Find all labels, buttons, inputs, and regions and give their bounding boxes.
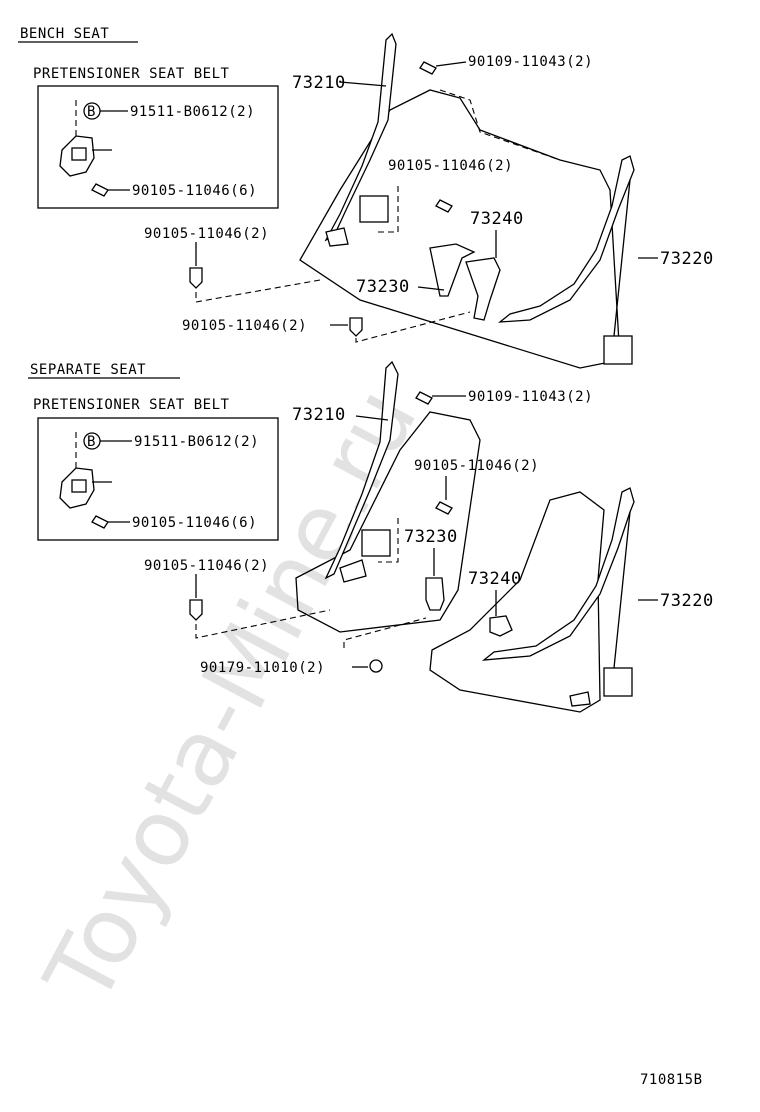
bench-belt-73220 [497, 155, 635, 323]
bench-retractor-73210 [359, 195, 389, 223]
bench-pretensioner-clip [71, 147, 87, 161]
bench-label-90105-lower: 90105-11046(2) [182, 318, 307, 334]
separate-bolt-90105-upper-icon [435, 501, 453, 515]
bench-dash-90105-lower [355, 311, 471, 343]
bench-dash-90105-upper [376, 186, 399, 233]
bench-dash-90105-left [195, 279, 321, 303]
separate-bolt-90105-left-icon [189, 599, 203, 621]
separate-label-91511: 91511-B0612(2) [134, 434, 259, 450]
separate-anchor-73210 [339, 559, 367, 583]
separate-label-90105-upper: 90105-11046(2) [414, 458, 539, 474]
bench-pretensioner-bolt-icon [91, 183, 109, 197]
bench-bolt-90109-icon [419, 61, 437, 75]
separate-pretensioner-clip [71, 479, 87, 493]
bench-b-marker: B [87, 104, 96, 120]
bench-belt-73220-vertical [613, 179, 631, 337]
bench-anchor-73210 [325, 227, 349, 247]
bench-bolt-90105-upper-icon [435, 199, 453, 213]
separate-anchor-73220 [569, 691, 591, 707]
bench-belt-73210 [324, 32, 397, 242]
separate-buckle-73240 [489, 615, 513, 637]
separate-left-seat-outline [295, 411, 481, 633]
bench-leader-73230 [417, 286, 445, 291]
bench-label-73230: 73230 [356, 277, 410, 297]
separate-retractor-73210 [361, 529, 391, 557]
bench-label-91511: 91511-B0612(2) [130, 104, 255, 120]
separate-belt-73210 [324, 360, 399, 580]
separate-label-90109: 90109-11043(2) [468, 389, 593, 405]
bench-bolt-90105-lower-icon [349, 317, 363, 337]
separate-label-73230: 73230 [404, 527, 458, 547]
bench-seat-back-dash [439, 89, 561, 161]
separate-retractor-73220 [603, 667, 633, 697]
separate-label-90105-6: 90105-11046(6) [132, 515, 257, 531]
separate-label-73240: 73240 [468, 569, 522, 589]
separate-label-90179: 90179-11010(2) [200, 660, 325, 676]
bench-seat-section: BENCH SEAT PRETENSIONER SEAT BELT B 9151… [18, 26, 714, 369]
bench-label-73240: 73240 [470, 209, 524, 229]
separate-leader-73210 [355, 415, 389, 421]
bench-pretensioner-box [37, 85, 279, 209]
separate-bolt-90109-icon [415, 391, 433, 405]
bench-seat-title: BENCH SEAT [20, 26, 109, 42]
bench-leader-90109 [435, 61, 467, 67]
separate-buckle-73230 [425, 577, 445, 611]
separate-dash-90105-left [195, 609, 331, 639]
bench-leader-73210 [339, 81, 387, 87]
separate-nut-90179-icon [369, 659, 383, 673]
separate-b-marker: B [87, 434, 96, 450]
bench-retractor-73220 [603, 335, 633, 365]
separate-label-73210: 73210 [292, 405, 346, 425]
bench-pretensioner-title: PRETENSIONER SEAT BELT [33, 66, 230, 82]
bench-label-90105-6: 90105-11046(6) [132, 183, 257, 199]
bench-buckle-73240 [465, 257, 501, 321]
separate-right-seat-outline [429, 491, 605, 713]
separate-belt-73220-vertical [613, 511, 631, 669]
bench-buckle-73230 [429, 243, 476, 297]
bench-label-90105-left: 90105-11046(2) [144, 226, 269, 242]
bench-label-73210: 73210 [292, 73, 346, 93]
separate-dash-90179 [343, 617, 427, 648]
separate-label-90105-left: 90105-11046(2) [144, 558, 269, 574]
separate-dash-90105-upper [378, 518, 399, 563]
separate-pretensioner-bolt-icon [91, 515, 109, 529]
bench-label-73220: 73220 [660, 249, 714, 269]
separate-label-73220: 73220 [660, 591, 714, 611]
separate-pretensioner-title: PRETENSIONER SEAT BELT [33, 397, 230, 413]
bench-label-90105-upper: 90105-11046(2) [388, 158, 513, 174]
separate-seat-title: SEPARATE SEAT [30, 362, 146, 378]
figure-code: 710815B [640, 1072, 703, 1088]
bench-bolt-90105-left-icon [189, 267, 203, 289]
separate-belt-73220 [481, 487, 635, 661]
separate-seat-section: SEPARATE SEAT PRETENSIONER SEAT BELT B 9… [28, 360, 714, 713]
separate-pretensioner-box [37, 417, 279, 541]
bench-seat-outline [299, 89, 621, 369]
bench-label-90109: 90109-11043(2) [468, 54, 593, 70]
